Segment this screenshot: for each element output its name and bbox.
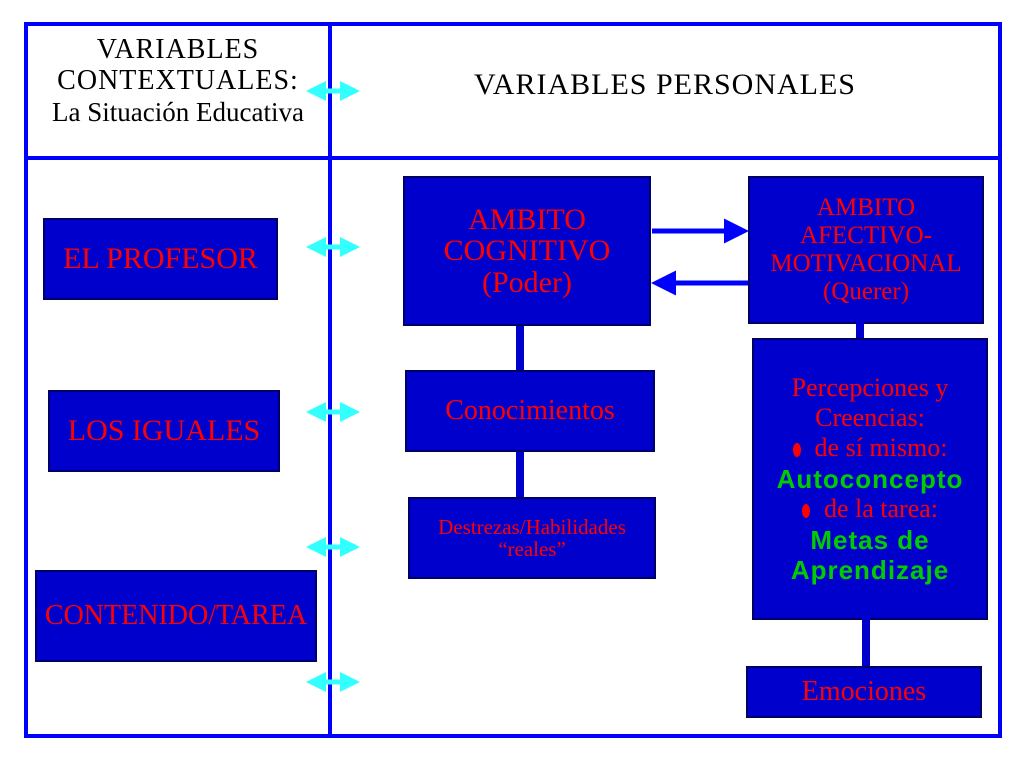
afectivo-line-1: AMBITO bbox=[816, 194, 916, 221]
cognitivo-line-2: COGNITIVO bbox=[443, 234, 611, 268]
header-left-line-2: CONTEXTUALES: bbox=[57, 65, 299, 97]
metas-label-2: Aprendizaje bbox=[790, 555, 950, 586]
percepciones-line-1: Percepciones y bbox=[791, 372, 949, 402]
box-emociones: Emociones bbox=[746, 666, 982, 718]
box-el-profesor: EL PROFESOR bbox=[43, 218, 278, 300]
emociones-label: Emociones bbox=[801, 676, 927, 708]
box-percepciones: Percepciones y Creencias: de sí mismo: A… bbox=[752, 338, 988, 620]
percepciones-line-2: Creencias: bbox=[815, 402, 925, 432]
header-divider bbox=[24, 156, 1002, 160]
box-los-iguales-label: LOS IGUALES bbox=[67, 414, 261, 448]
box-el-profesor-label: EL PROFESOR bbox=[63, 242, 258, 276]
percepciones-item-2-label: de la tarea: bbox=[823, 494, 939, 524]
afectivo-line-3: MOTIVACIONAL bbox=[770, 250, 962, 277]
box-ambito-cognitivo: AMBITO COGNITIVO (Poder) bbox=[403, 176, 651, 326]
header-contextuales: VARIABLES CONTEXTUALES: La Situación Edu… bbox=[28, 34, 328, 127]
box-ambito-afectivo: AMBITO AFECTIVO- MOTIVACIONAL (Querer) bbox=[748, 176, 984, 324]
connector-afectivo-percepciones bbox=[856, 322, 864, 342]
diagram-frame bbox=[24, 22, 1002, 738]
header-right-title: VARIABLES PERSONALES bbox=[473, 68, 856, 101]
destrezas-line-1: Destrezas/Habilidades bbox=[438, 514, 626, 539]
percepciones-item-2: de la tarea: bbox=[801, 494, 939, 524]
column-divider bbox=[328, 22, 332, 738]
bullet-icon bbox=[801, 504, 810, 519]
box-contenido-tarea-label: CONTENIDO/TAREA bbox=[44, 600, 308, 632]
connector-conocimientos-destrezas bbox=[516, 452, 524, 498]
bullet-icon bbox=[792, 443, 801, 458]
metas-label-1: Metas de bbox=[810, 524, 930, 555]
connector-percepciones-emociones bbox=[862, 618, 870, 668]
cognitivo-line-3: (Poder) bbox=[482, 265, 572, 299]
box-los-iguales: LOS IGUALES bbox=[48, 390, 280, 472]
header-left-line-1: VARIABLES bbox=[96, 34, 260, 65]
header-left-line-3: La Situación Educativa bbox=[52, 96, 304, 127]
box-destrezas-habilidades: Destrezas/Habilidades “reales” bbox=[408, 497, 656, 579]
afectivo-line-4: (Querer) bbox=[822, 278, 910, 305]
box-contenido-tarea: CONTENIDO/TAREA bbox=[35, 570, 317, 662]
percepciones-item-1: de sí mismo: bbox=[792, 433, 948, 463]
cognitivo-line-1: AMBITO bbox=[468, 202, 586, 236]
conocimientos-label: Conocimientos bbox=[445, 395, 615, 427]
header-personales: VARIABLES PERSONALES bbox=[332, 68, 998, 102]
autoconcepto-label: Autoconcepto bbox=[776, 463, 964, 494]
connector-cognitivo-conocimientos bbox=[516, 326, 524, 372]
destrezas-line-2: “reales” bbox=[498, 537, 566, 561]
box-conocimientos: Conocimientos bbox=[405, 370, 655, 452]
percepciones-item-1-label: de sí mismo: bbox=[814, 433, 948, 463]
afectivo-line-2: AFECTIVO- bbox=[800, 222, 932, 249]
